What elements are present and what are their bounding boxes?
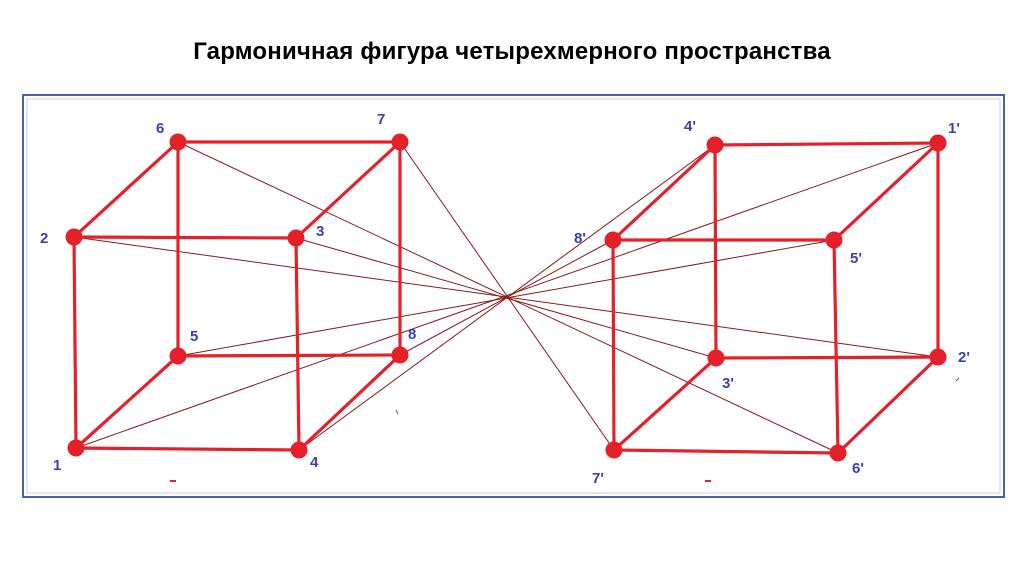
vertex-dot-v3 bbox=[287, 229, 305, 247]
vertex-label-v4: 4 bbox=[310, 454, 319, 471]
cube-edge-w8-w4 bbox=[611, 143, 717, 242]
vertex-label-v7: 7 bbox=[377, 111, 385, 128]
cube-edge-v4-v1 bbox=[74, 446, 301, 452]
vertex-label-v2: 2 bbox=[40, 230, 48, 247]
vertex-labels: 1 2 3 4 5 6 7 8 1' 2' 3' 4' 5' 6' 7' 8' bbox=[40, 111, 970, 487]
vertex-dot-v5 bbox=[169, 347, 187, 365]
vertex-label-w2: 2' bbox=[958, 349, 970, 366]
cube-edge-w3-w4 bbox=[713, 143, 718, 360]
vertex-dot-v6 bbox=[169, 133, 187, 151]
vertex-dot-w4 bbox=[706, 136, 724, 154]
page-title: Гармоничная фигура четырехмерного простр… bbox=[193, 38, 831, 65]
vertex-label-w5: 5' bbox=[850, 250, 862, 267]
diagram-frame bbox=[22, 94, 1005, 498]
vertex-label-w1: 1' bbox=[948, 120, 960, 137]
cube-edge-v2-v6 bbox=[72, 140, 180, 239]
vertex-label-w3: 3' bbox=[722, 375, 734, 392]
cube-edge-w5-w1 bbox=[832, 141, 940, 242]
diagram-frame-inner bbox=[26, 98, 1001, 494]
diagonal-lines bbox=[73, 141, 939, 454]
cube-edge-v8-v5 bbox=[176, 353, 402, 358]
vertex-label-w6: 6' bbox=[852, 460, 864, 477]
cube-vertices bbox=[65, 133, 947, 462]
vertex-dot-w6 bbox=[829, 444, 847, 462]
cube-edge-v4-v8 bbox=[297, 353, 402, 452]
vertex-dot-w5 bbox=[825, 231, 843, 249]
vertex-label-v5: 5 bbox=[190, 328, 198, 345]
vertex-label-w4: 4' bbox=[684, 118, 696, 135]
vertex-dot-w3 bbox=[707, 349, 725, 367]
vertex-dot-w8 bbox=[604, 231, 622, 249]
vertex-dot-v8 bbox=[391, 346, 409, 364]
cube-edge-v1-v5 bbox=[74, 354, 180, 450]
vertex-label-v3: 3 bbox=[316, 223, 324, 240]
cube-edge-w6-w7 bbox=[612, 448, 840, 455]
stray-marks bbox=[170, 377, 960, 482]
cube-edge-v2-v3 bbox=[72, 235, 298, 240]
vertex-label-v1: 1 bbox=[53, 457, 61, 474]
cube-edges bbox=[72, 140, 940, 455]
cube-edge-v1-v2 bbox=[72, 235, 78, 450]
vertex-dot-v1 bbox=[67, 439, 85, 457]
vertex-dot-v4 bbox=[290, 441, 308, 459]
vertex-dot-w1 bbox=[929, 134, 947, 152]
vertex-dot-v2 bbox=[65, 228, 83, 246]
diagonal-line-v8-w8 bbox=[399, 239, 614, 356]
vertex-label-v8: 8 bbox=[408, 326, 416, 343]
cube-edge-w7-w8 bbox=[611, 238, 616, 452]
vertex-label-w8: 8' bbox=[574, 230, 586, 247]
vertex-label-w7: 7' bbox=[592, 470, 604, 487]
cube-edge-w5-w6 bbox=[832, 238, 840, 455]
cube-edge-v3-v7 bbox=[294, 140, 402, 240]
cube-edge-w7-w3 bbox=[612, 356, 718, 452]
cube-edge-w2-w3 bbox=[714, 355, 940, 360]
vertex-dot-w2 bbox=[929, 348, 947, 366]
vertex-dot-w7 bbox=[605, 441, 623, 459]
vertex-label-v6: 6 bbox=[156, 120, 164, 137]
cube-edge-w4-w1 bbox=[713, 141, 940, 147]
cube-edge-v3-v4 bbox=[294, 236, 301, 452]
diagonal-line-v7-w7 bbox=[399, 141, 615, 451]
cube-edge-w6-w2 bbox=[836, 355, 940, 455]
vertex-dot-v7 bbox=[391, 133, 409, 151]
